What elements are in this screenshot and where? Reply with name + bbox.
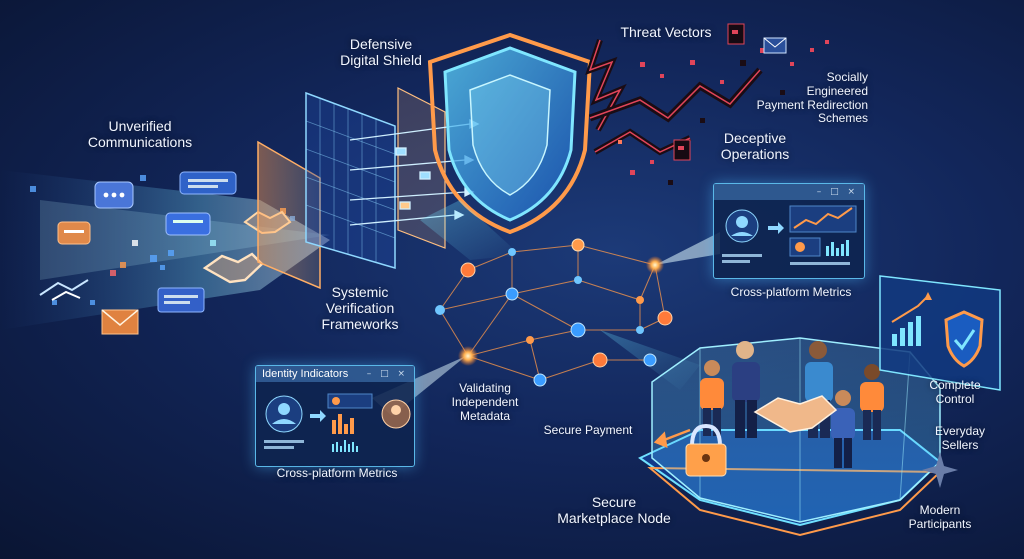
envelope-icon [101,309,139,335]
person-avatar-icon [265,395,303,433]
file-threat-icon [673,139,691,161]
label-socially-engineered: Socially Engineered Payment Redirection … [756,70,868,126]
identity-caption: Cross-platform Metrics [276,466,398,480]
handshake-icon [39,279,89,301]
label-secure-marketplace-node: Secure Marketplace Node [557,494,671,527]
identity-dashboard [264,393,411,452]
metrics-dashboard [722,205,857,265]
window-title: Identity Indicators [262,368,349,380]
envelope-icon [763,37,787,54]
label-threat-vectors: Threat Vectors [620,24,712,40]
person-avatar-icon [860,364,884,440]
chat-bubble-icon [157,287,205,313]
handshake-icon [202,252,264,284]
chat-bubble-icon [57,221,91,245]
person-avatar-icon [831,390,855,468]
identity-indicators-window: Identity Indicators – □ × [255,365,415,467]
label-complete-control: Complete Control [929,378,981,406]
verification-panel-orange [257,140,321,290]
handshake-icon [753,395,838,433]
label-unverified-communications: Unverified Communications [87,118,193,151]
verification-grid-panel [305,91,396,270]
padlock-icon [685,423,727,477]
label-defensive-digital-shield: Defensive Digital Shield [340,36,422,69]
threat-pixels [618,40,829,185]
checkmark-shield-icon [944,310,984,368]
window-controls[interactable]: – □ × [366,369,408,379]
window-controls[interactable]: – □ × [816,187,858,197]
participant-figures [700,341,884,468]
file-threat-icon [727,23,745,45]
shield-icon [427,32,593,235]
person-avatar-icon [732,341,760,438]
person-avatar-icon [725,209,759,243]
metrics-caption: Cross-platform Metrics [730,285,852,299]
chat-bubble-icon [165,212,211,236]
network-nodes [435,238,673,387]
network-beam [655,232,720,265]
sparkle-icon [922,452,958,488]
network-beam [420,200,520,260]
label-everyday-sellers: Everyday Sellers [934,424,986,452]
label-systemic-verification: Systemic Verification Frameworks [321,284,399,333]
payment-arrows [653,428,691,448]
chat-bubble-icon [94,181,134,209]
chat-bubble-icon [179,171,237,195]
person-avatar-icon [381,399,411,429]
label-secure-payment: Secure Payment [543,423,633,437]
label-modern-participants: Modern Participants [908,503,972,531]
cross-platform-metrics-window: – □ × [713,183,865,279]
label-validating-metadata: Validating Independent Metadata [451,381,519,423]
label-deceptive-operations: Deceptive Operations [720,130,790,163]
data-stream [0,170,330,330]
person-avatar-icon [700,360,724,436]
